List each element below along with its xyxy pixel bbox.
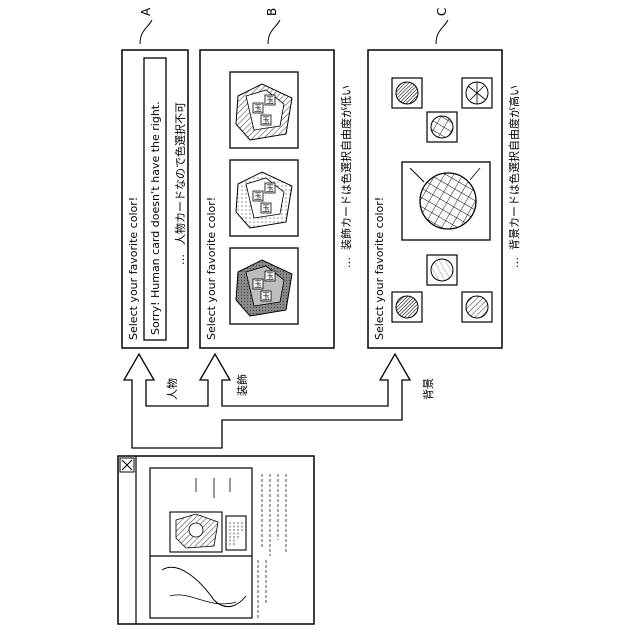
arrow-label-decoration: 装飾 (236, 374, 249, 396)
panel-b-prompt: Select your favorite color! (205, 197, 218, 340)
panel-c-caption-dots: … (508, 257, 521, 268)
arrow-label-background: 背景 (421, 378, 435, 400)
background-option-bottom-right[interactable] (462, 292, 492, 322)
label-c: C (435, 8, 449, 16)
background-option-top-right[interactable] (462, 78, 492, 108)
panel-a-prompt: Select your favorite color! (127, 197, 140, 340)
label-a: A (139, 7, 153, 16)
label-c-leader (436, 20, 448, 44)
panel-a-caption: 人物カードなので色選択不可 (173, 102, 187, 245)
background-option-top-left[interactable] (392, 78, 422, 108)
label-b: B (265, 8, 279, 16)
background-option-bottom-left[interactable] (392, 292, 422, 322)
panel-c-caption: 背景カードは色選択自由度が高い (507, 85, 521, 250)
panel-c-prompt: Select your favorite color! (373, 197, 386, 340)
person-card-thumb[interactable] (226, 516, 246, 550)
panel-b: Select your favorite color! (200, 50, 334, 348)
branching-arrows (124, 354, 410, 448)
label-a-leader (140, 20, 152, 44)
decoration-option-1[interactable] (230, 72, 298, 148)
panel-c: Select your favorite color! (368, 50, 502, 348)
decoration-option-3[interactable] (230, 248, 298, 324)
label-b-leader (268, 20, 280, 44)
background-option-lower-mid[interactable] (427, 255, 457, 285)
decoration-option-2[interactable] (230, 160, 298, 236)
panel-a-caption-dots: … (174, 254, 187, 265)
arrow-label-person: 人物 (165, 378, 179, 400)
background-option-center[interactable] (402, 162, 490, 240)
source-window (118, 456, 314, 624)
panel-b-caption: 装飾カードは色選択自由度が低い (339, 85, 353, 250)
panel-a-message: Sorry! Human card doesn’t have the right… (149, 101, 162, 335)
panel-b-caption-dots: … (340, 257, 353, 268)
background-option-upper-mid[interactable] (427, 112, 457, 142)
close-icon[interactable] (120, 458, 134, 472)
